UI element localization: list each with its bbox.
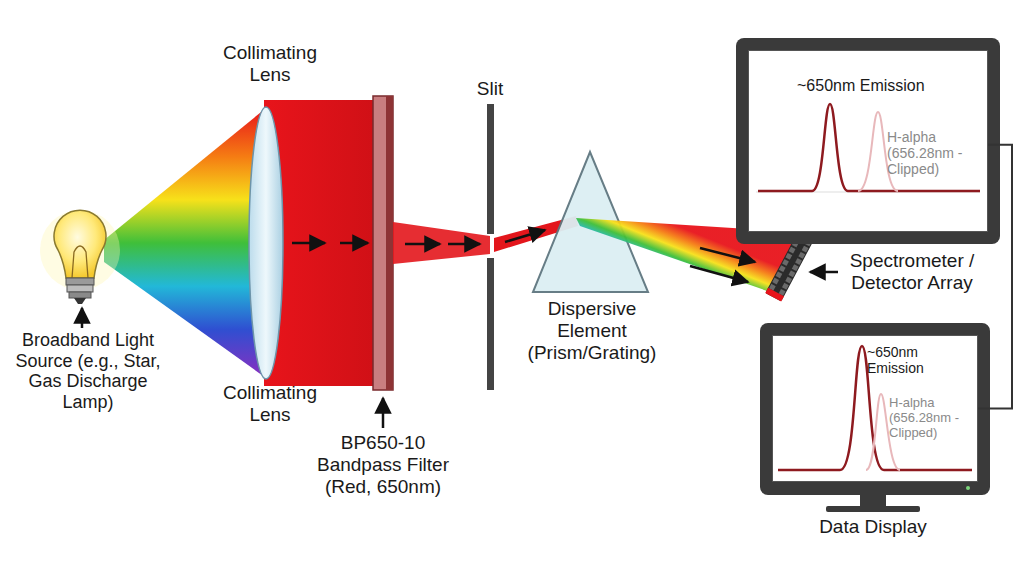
beam-arrow: [405, 243, 440, 246]
monitor-base: [826, 506, 920, 512]
filtered-beam: [393, 222, 490, 264]
label-arrow: [382, 398, 385, 428]
part-label: Slit: [460, 78, 520, 100]
monitor-screen: [772, 335, 978, 482]
monitor-screen-box: ~650nm EmissionH-alpha (656.28nm - Clipp…: [748, 50, 988, 232]
monitor-screen-box: ~650nm EmissionH-alpha (656.28nm - Clipp…: [772, 335, 978, 482]
part-label: BP650-10 Bandpass Filter (Red, 650nm): [308, 432, 458, 498]
beam-arrow: [448, 243, 480, 246]
collimating-lens: [249, 107, 283, 379]
peak-label: ~650nm Emission: [867, 344, 947, 376]
power-led: [966, 486, 970, 490]
light-bulb: [40, 210, 120, 304]
monitor-stand: [860, 495, 886, 507]
monitor-bezel: [736, 38, 1000, 244]
beam-arrow: [292, 242, 325, 245]
part-label: Spectrometer / Detector Array: [837, 250, 987, 294]
clipped-peak-label: H-alpha (656.28nm - Clipped): [889, 396, 977, 441]
beam-arrow: [505, 230, 545, 242]
monitor-bezel: [760, 323, 990, 495]
part-label: Collimating Lens: [210, 42, 330, 86]
beam-arrow: [690, 266, 748, 282]
display-link: [978, 145, 1012, 409]
part-label: Data Display: [788, 516, 958, 538]
beam-arrow: [340, 242, 368, 245]
slit: [487, 258, 494, 390]
clipped-peak-label: H-alpha (656.28nm - Clipped): [887, 129, 985, 177]
slit: [487, 104, 494, 234]
label-arrow: [810, 271, 838, 274]
label-arrow: [81, 308, 84, 328]
filter-edge: [386, 96, 393, 390]
part-label: Collimating Lens: [210, 382, 330, 426]
bandpass-filter: [373, 96, 393, 390]
part-label: Broadband Light Source (e.g., Star, Gas …: [8, 330, 168, 413]
monitor-screen: [748, 50, 988, 232]
beam-arrow: [700, 248, 755, 262]
part-label: Dispersive Element (Prism/Grating): [522, 298, 662, 364]
peak-label: ~650nm Emission: [797, 77, 983, 95]
